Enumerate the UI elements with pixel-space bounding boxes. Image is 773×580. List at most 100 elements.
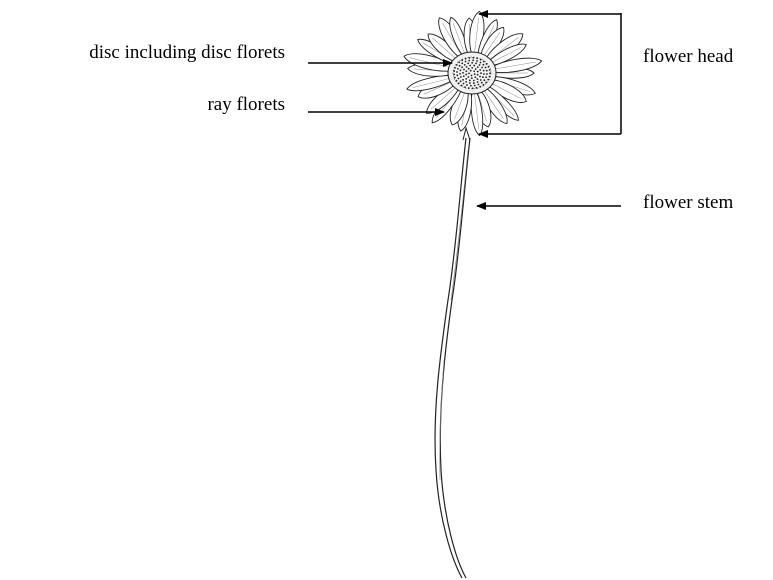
disc-floret (454, 67, 456, 69)
disc-floret (486, 63, 488, 65)
disc-floret (465, 70, 467, 72)
disc-floret (479, 76, 481, 78)
disc-floret (465, 61, 467, 63)
disc-floret (486, 73, 488, 75)
disc-floret (480, 62, 482, 64)
disc-floret (467, 62, 469, 64)
disc-floret (459, 73, 461, 75)
disc-floret (454, 77, 456, 79)
disc-floret (472, 87, 474, 89)
disc-floret (481, 67, 483, 69)
disc-floret (481, 82, 483, 84)
disc-floret (456, 80, 458, 82)
disc-floret (470, 70, 472, 72)
disc-floret (458, 82, 460, 84)
disc-floret (457, 68, 459, 70)
disc-floret (463, 83, 465, 85)
disc-floret (483, 61, 485, 63)
disc-floret (467, 76, 469, 78)
disc-floret (459, 65, 461, 67)
disc-floret (469, 65, 471, 67)
disc-floret (466, 66, 468, 68)
disc-floret (456, 71, 458, 73)
disc-floret (461, 85, 463, 87)
disc-floret (485, 67, 487, 69)
flower-head (402, 11, 542, 137)
disc-floret (466, 84, 468, 86)
disc-floret (488, 66, 490, 68)
disc-floret (468, 72, 470, 74)
disc-floret (458, 61, 460, 63)
disc-floret (471, 75, 473, 77)
disc-floret (480, 59, 482, 61)
disc-floret (479, 64, 481, 66)
disc-floret (477, 78, 479, 80)
disc-floret (487, 79, 489, 81)
disc-floret (477, 71, 479, 73)
disc-floret (461, 62, 463, 64)
disc-floret (483, 73, 485, 75)
disc-floret (482, 76, 484, 78)
disc-label: disc including disc florets (89, 42, 285, 64)
disc-floret (485, 76, 487, 78)
disc-floret (460, 80, 462, 82)
disc-floret (483, 84, 485, 86)
disc-floret (453, 73, 455, 75)
disc-floret (458, 78, 460, 80)
disc-floret (474, 76, 476, 78)
disc-floret (456, 64, 458, 66)
disc-floret (460, 69, 462, 71)
disc-floret (461, 66, 463, 68)
disc-floret (485, 82, 487, 84)
disc-floret (464, 86, 466, 88)
disc-floret (468, 57, 470, 59)
disc-floret (464, 64, 466, 66)
disc-floret (473, 82, 475, 84)
disc-floret (479, 86, 481, 88)
disc-floret (465, 81, 467, 83)
disc-floret (468, 68, 470, 70)
flower-head-label: flower head (643, 46, 733, 68)
disc-floret (476, 87, 478, 89)
disc-floret (489, 76, 491, 78)
disc-floret (453, 70, 455, 72)
disc-floret (473, 65, 475, 67)
disc-floret (471, 77, 473, 79)
disc-floret (474, 85, 476, 87)
disc-floret (471, 67, 473, 69)
disc-floret (478, 84, 480, 86)
disc-floret (465, 78, 467, 80)
disc-floret (472, 59, 474, 61)
disc-floret (469, 80, 471, 82)
disc-floret (472, 57, 474, 59)
disc-floret (463, 69, 465, 71)
disc-floret (489, 72, 491, 74)
disc-floret (483, 79, 485, 81)
disc-floret (480, 72, 482, 74)
disc-floret (462, 79, 464, 81)
disc (448, 52, 496, 94)
disc-floret (463, 75, 465, 77)
disc-floret (470, 85, 472, 87)
disc-floret (456, 74, 458, 76)
disc-floret (469, 82, 471, 84)
disc-floret (460, 76, 462, 78)
disc-floret (486, 70, 488, 72)
disc-floret (479, 69, 481, 71)
disc-floret (475, 68, 477, 70)
disc-floret (477, 74, 479, 76)
disc-floret (476, 60, 478, 62)
disc-floret (480, 79, 482, 81)
disc-floret (461, 59, 463, 61)
disc-floret (473, 70, 475, 72)
disc-floret (462, 72, 464, 74)
ray-florets-label: ray florets (207, 94, 285, 116)
disc-floret (468, 60, 470, 62)
disc-floret (474, 73, 476, 75)
disc-floret (477, 66, 479, 68)
disc-floret (477, 81, 479, 83)
disc-floret (489, 69, 491, 71)
disc-floret (483, 70, 485, 72)
disc-floret (465, 74, 467, 76)
